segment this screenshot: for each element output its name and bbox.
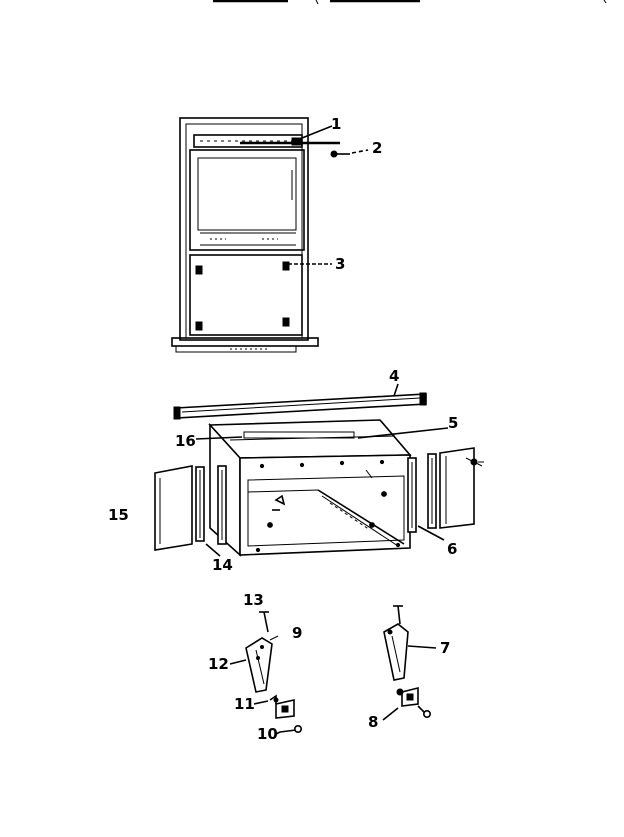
part-2-screw <box>330 149 369 158</box>
part-16-leader <box>195 436 243 440</box>
callout-5: 5 <box>448 414 458 432</box>
callout-labels: 1 2 3 4 5 16 15 14 6 13 9 12 11 10 7 8 <box>108 115 458 743</box>
callout-3: 3 <box>335 255 345 273</box>
header-marks <box>213 0 607 5</box>
part-1-seal-strip <box>240 125 340 146</box>
callout-15: 15 <box>108 506 129 524</box>
callout-2: 2 <box>372 139 382 157</box>
window-frame <box>171 117 319 353</box>
callout-4: 4 <box>389 367 399 385</box>
callout-1: 1 <box>331 115 341 133</box>
callout-10: 10 <box>257 725 278 743</box>
part-5-leader <box>357 427 449 439</box>
callout-9: 9 <box>292 624 302 642</box>
left-support-bracket <box>245 611 302 733</box>
cabinet-body <box>208 419 412 557</box>
callout-16: 16 <box>175 432 196 450</box>
part-4-top-rail <box>173 383 427 420</box>
right-support-bracket <box>383 605 437 718</box>
part-6-right-strips <box>407 453 445 541</box>
callout-8: 8 <box>368 713 378 731</box>
callout-12: 12 <box>208 655 229 673</box>
part-15-left-panel <box>154 465 193 551</box>
callout-11: 11 <box>234 695 255 713</box>
callout-6: 6 <box>447 540 457 558</box>
callout-7: 7 <box>440 639 450 657</box>
part-14-left-strips <box>195 465 227 557</box>
callout-13: 13 <box>243 591 264 609</box>
callout-leaders <box>229 659 399 735</box>
callout-14: 14 <box>212 556 233 574</box>
right-curtain-panel <box>439 447 484 529</box>
